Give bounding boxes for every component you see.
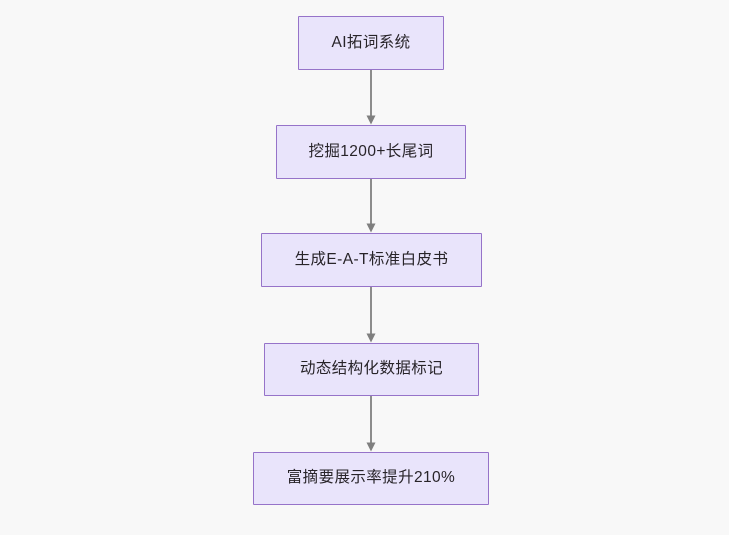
flow-node-mine-longtail-keywords[interactable]: 挖掘1200+长尾词 — [276, 125, 466, 179]
flow-node-rich-snippet-rate-increase[interactable]: 富摘要展示率提升210% — [253, 452, 489, 505]
flow-node-label: 动态结构化数据标记 — [299, 360, 444, 378]
flow-node-label: 生成E-A-T标准白皮书 — [294, 250, 449, 268]
flow-node-generate-eat-whitepaper[interactable]: 生成E-A-T标准白皮书 — [261, 233, 482, 287]
flow-node-label: 富摘要展示率提升210% — [286, 469, 456, 487]
flow-node-dynamic-structured-data-markup[interactable]: 动态结构化数据标记 — [264, 343, 479, 396]
flow-node-label: AI拓词系统 — [331, 33, 411, 51]
flow-node-ai-keyword-system[interactable]: AI拓词系统 — [298, 16, 444, 70]
flow-node-label: 挖掘1200+长尾词 — [308, 142, 434, 160]
